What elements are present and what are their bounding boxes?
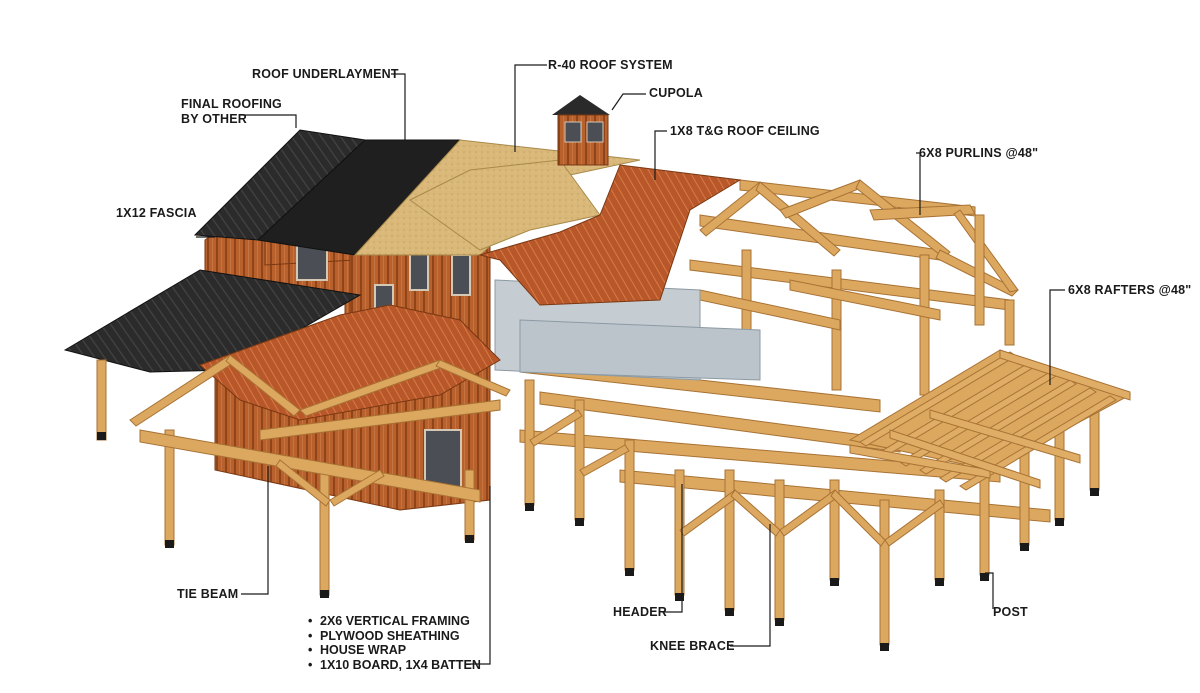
- label-fascia: 1X12 FASCIA: [116, 206, 197, 220]
- leader-lines: [196, 64, 1065, 665]
- wall-assembly-item: 2X6 VERTICAL FRAMING: [308, 614, 481, 629]
- label-final-roofing: FINAL ROOFING BY OTHER: [181, 97, 282, 127]
- label-final-roofing-line2: BY OTHER: [181, 112, 247, 126]
- label-cupola: CUPOLA: [649, 86, 703, 100]
- label-roof-underlayment: ROOF UNDERLAYMENT: [252, 67, 399, 81]
- label-post: POST: [993, 605, 1028, 619]
- label-tie-beam: TIE BEAM: [177, 587, 239, 601]
- label-rafters: 6X8 RAFTERS @48": [1068, 283, 1192, 297]
- post-bases: [525, 488, 1099, 651]
- metal-roof: [63, 129, 462, 373]
- label-roof-system: R-40 ROOF SYSTEM: [548, 58, 673, 72]
- label-knee-brace: KNEE BRACE: [650, 639, 735, 653]
- label-roof-ceiling: 1X8 T&G ROOF CEILING: [670, 124, 820, 138]
- right-porch-rafters: [849, 349, 1131, 491]
- label-header: HEADER: [613, 605, 667, 619]
- cupola-structure: [552, 95, 610, 166]
- wall-assembly-item: 1X10 BOARD, 1X4 BATTEN: [308, 658, 481, 673]
- wall-assembly-list: 2X6 VERTICAL FRAMING PLYWOOD SHEATHING H…: [308, 614, 481, 672]
- wall-assembly-item: PLYWOOD SHEATHING: [308, 629, 481, 644]
- left-porch-frame: [96, 354, 511, 596]
- wall-assembly-item: HOUSE WRAP: [308, 643, 481, 658]
- label-final-roofing-line1: FINAL ROOFING: [181, 97, 282, 111]
- left-post-bases: [97, 432, 474, 598]
- label-purlins: 6X8 PURLINS @48": [919, 146, 1039, 160]
